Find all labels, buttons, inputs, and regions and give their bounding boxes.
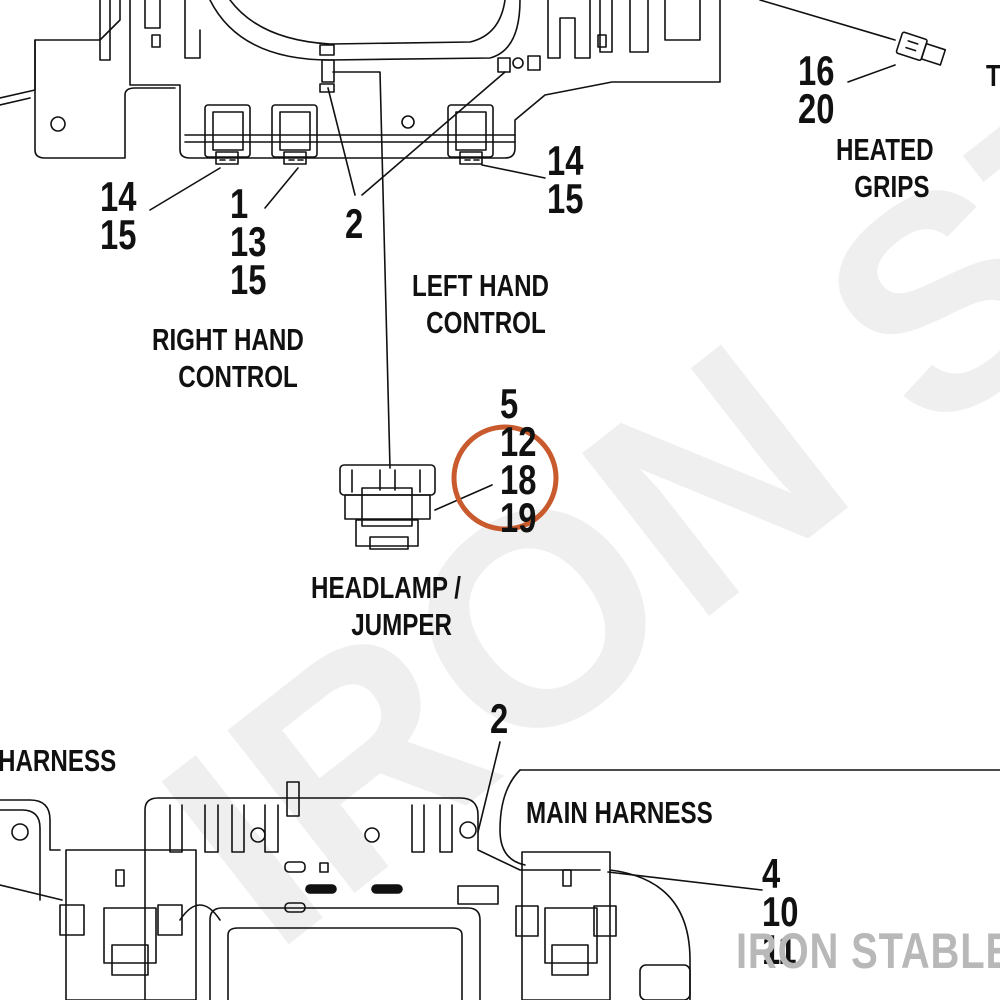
callout-number: 15 bbox=[100, 211, 137, 258]
rh-control-connector-a bbox=[204, 104, 251, 165]
brand-watermark: IRON STABLE bbox=[736, 923, 1000, 979]
label-line: GRIPS bbox=[854, 169, 930, 204]
callout-number: 13 bbox=[230, 218, 267, 265]
callout-main-2: 2 bbox=[490, 695, 509, 742]
label-line: HEADLAMP / bbox=[311, 570, 462, 605]
callout-number: 10 bbox=[762, 888, 799, 935]
main-harness-bracket bbox=[0, 769, 1000, 1000]
headlamp-wire bbox=[332, 71, 391, 469]
leader-lines-lower bbox=[0, 741, 763, 901]
handlebar-bracket bbox=[0, 0, 721, 159]
label-line: LEFT HAND bbox=[412, 268, 550, 303]
label-line: CONTROL bbox=[178, 359, 298, 394]
callout-number: 2 bbox=[345, 200, 364, 247]
callout-number: 11 bbox=[762, 926, 797, 973]
callout-number: 2 bbox=[490, 695, 509, 742]
callout-number: 14 bbox=[100, 173, 137, 220]
callout-number: 15 bbox=[547, 175, 584, 222]
callout-lh-2: 2 bbox=[345, 200, 364, 247]
callout-number-highlighted: 18 bbox=[500, 456, 537, 503]
callout-rh-14-15: 14 15 bbox=[100, 173, 137, 258]
label-edge-fragment: T bbox=[986, 58, 1000, 93]
leader-lines-upper bbox=[149, 0, 896, 211]
callout-main-4-10-11: 4 10 11 bbox=[762, 850, 799, 973]
label-line: CONTROL bbox=[426, 305, 546, 340]
heated-grips-connector bbox=[895, 31, 947, 66]
label-right-hand-control: RIGHT HAND CONTROL bbox=[152, 321, 304, 395]
callout-rh-1-13-15: 1 13 15 bbox=[230, 180, 267, 303]
label-line: JUMPER bbox=[351, 607, 452, 642]
label-harness: HARNESS bbox=[0, 743, 117, 778]
ground-clip-left bbox=[319, 44, 335, 93]
label-line: HEATED bbox=[836, 132, 934, 167]
callout-headlamp: 5 12 18 19 bbox=[500, 380, 537, 541]
ground-clip-right bbox=[497, 55, 541, 73]
callout-number: 14 bbox=[547, 137, 584, 184]
harness-connector-left bbox=[59, 849, 197, 1000]
label-line: RIGHT HAND bbox=[152, 322, 304, 357]
callout-number: 4 bbox=[762, 850, 781, 897]
callout-number: 19 bbox=[500, 494, 537, 541]
callout-number: 16 bbox=[798, 47, 835, 94]
headlamp-connector bbox=[339, 464, 493, 550]
callout-number: 20 bbox=[798, 85, 835, 132]
label-left-hand-control: LEFT HAND CONTROL bbox=[412, 267, 549, 341]
label-headlamp-jumper: HEADLAMP / JUMPER bbox=[311, 569, 461, 643]
callout-number: 12 bbox=[500, 418, 537, 465]
callout-number: 1 bbox=[230, 180, 249, 227]
callout-number: 5 bbox=[500, 380, 519, 427]
main-harness-connector bbox=[515, 851, 691, 1000]
label-main-harness: MAIN HARNESS bbox=[526, 795, 713, 830]
callout-number: 15 bbox=[230, 256, 267, 303]
callout-heated-grips: 16 20 bbox=[798, 47, 835, 132]
callout-lh-14-15: 14 15 bbox=[547, 137, 584, 222]
rh-control-connector-b bbox=[271, 104, 318, 165]
label-heated-grips: HEATED GRIPS bbox=[836, 131, 934, 205]
highlight-circle bbox=[451, 424, 559, 532]
lh-control-connector bbox=[447, 104, 494, 165]
